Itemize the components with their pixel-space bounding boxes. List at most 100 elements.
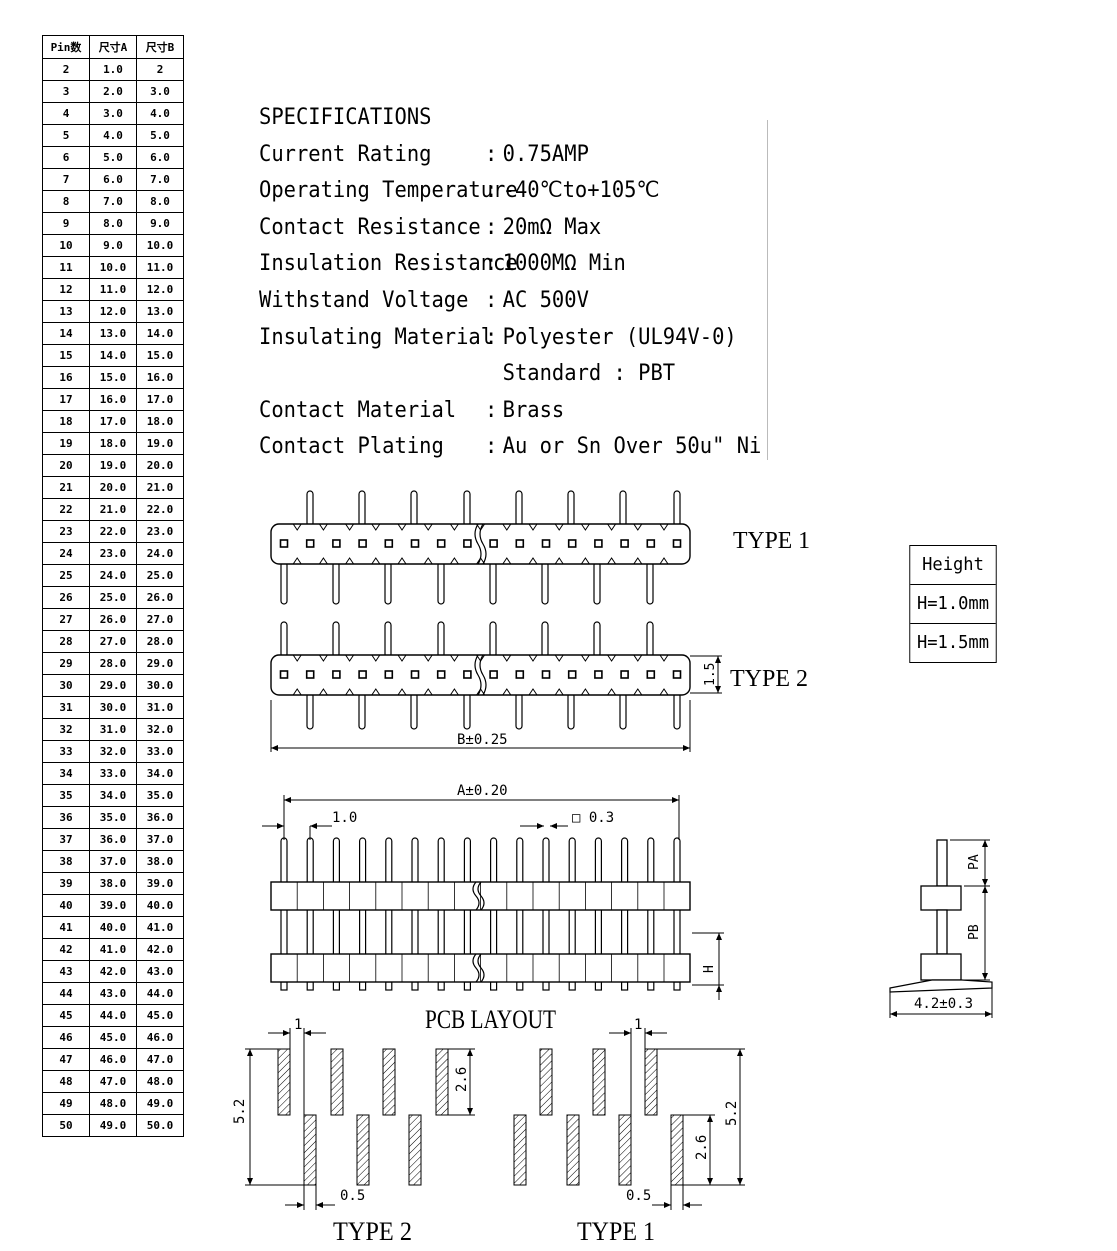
table-cell: 4.0 xyxy=(136,102,184,125)
pin-tail xyxy=(411,981,419,991)
pin-tail xyxy=(385,981,393,991)
table-cell: 15 xyxy=(42,344,90,367)
pin-tail xyxy=(673,981,681,991)
spec-value: Standard : PBT xyxy=(502,361,676,387)
table-cell: 50.0 xyxy=(136,1114,184,1137)
break-mark xyxy=(479,523,487,565)
connector-body xyxy=(270,654,691,696)
pin-tail xyxy=(437,981,445,991)
pin-tail xyxy=(490,981,498,991)
spec-separator: : xyxy=(484,178,498,204)
pin xyxy=(332,561,340,605)
table-cell: 30.0 xyxy=(136,674,184,697)
pin xyxy=(620,837,629,887)
pad-pitch-label-t1: 1 xyxy=(634,1017,642,1033)
pin-square xyxy=(384,539,394,548)
spec-value: AC 500V xyxy=(502,287,589,313)
height-title: Height xyxy=(922,554,984,575)
segment-notch xyxy=(345,654,355,696)
pin-square xyxy=(436,539,446,548)
pin-tail xyxy=(463,981,471,991)
dim-0-3-label: □ 0.3 xyxy=(572,810,614,826)
table-cell: 33.0 xyxy=(136,740,184,763)
table-cell: 28 xyxy=(42,630,90,653)
pin-square xyxy=(332,670,341,679)
segment-notch xyxy=(580,654,590,696)
pin-square xyxy=(672,670,682,679)
pin-square xyxy=(463,539,472,548)
spec-row: Contact Plating:Au or Sn Over 50u" Ni xyxy=(259,429,761,466)
table-cell: 31.0 xyxy=(136,696,184,719)
table-cell: 45 xyxy=(42,1004,90,1027)
pin xyxy=(437,907,445,957)
pin xyxy=(567,692,575,730)
pin xyxy=(332,837,340,887)
table-cell: 39.0 xyxy=(89,894,137,917)
pin-tail xyxy=(542,981,550,991)
segment-notch xyxy=(633,654,643,696)
spec-value: 0.75AMP xyxy=(502,141,589,167)
segment-notch xyxy=(554,523,564,565)
spec-row: Contact Material:Brass xyxy=(259,393,761,430)
segment-notch xyxy=(528,654,538,696)
pin xyxy=(568,907,576,957)
table-cell: 38 xyxy=(42,850,90,873)
pin xyxy=(619,490,627,527)
pin-square xyxy=(436,670,446,679)
pin-square xyxy=(620,670,629,679)
segment-notch xyxy=(528,523,538,565)
pin xyxy=(619,692,627,730)
segment-notch xyxy=(318,523,328,565)
dim-1-0-label: 1.0 xyxy=(332,810,357,826)
segment-notch xyxy=(371,654,381,696)
spec-title: SPECIFICATIONS xyxy=(259,105,432,130)
segment-notch xyxy=(502,654,512,696)
segment-notch xyxy=(423,523,433,565)
spec-separator: : xyxy=(484,397,498,423)
table-cell: 45.0 xyxy=(89,1026,137,1049)
table-cell: 10.0 xyxy=(136,234,184,257)
spec-label: Current Rating xyxy=(259,141,432,167)
segment-notch xyxy=(292,523,302,565)
table-cell: 47.0 xyxy=(89,1070,137,1093)
pin xyxy=(306,907,314,957)
pin xyxy=(568,837,576,887)
segment-notch xyxy=(318,654,328,696)
pin xyxy=(332,621,340,658)
table-cell: 24.0 xyxy=(136,542,184,565)
connector-body xyxy=(270,523,691,565)
pin xyxy=(410,490,418,527)
pin-square xyxy=(489,670,498,679)
break-mark xyxy=(477,881,485,911)
pin-square xyxy=(384,670,394,679)
pin-square xyxy=(646,670,656,679)
table-header-cell: Pin数 xyxy=(42,35,90,59)
table-cell: 38.0 xyxy=(89,872,137,895)
pad-total-label-t2: 5.2 xyxy=(232,1099,248,1124)
pin xyxy=(647,837,655,887)
spec-row: Contact Resistance:20mΩ Max xyxy=(259,210,761,247)
spec-row: Insulation Resistance:1000MΩ Min xyxy=(259,246,761,283)
pad-total-label-t1: 5.2 xyxy=(724,1101,740,1126)
table-cell: 34.0 xyxy=(89,784,137,807)
pin xyxy=(463,907,471,957)
table-cell: 14.0 xyxy=(89,344,137,367)
pin xyxy=(384,621,392,658)
spec-row: Operating Temperature:-40℃to+105℃ xyxy=(259,173,761,210)
segment-notch xyxy=(607,654,617,696)
pin-tail xyxy=(359,981,367,991)
table-cell: 12.0 xyxy=(136,278,184,301)
pin-tail xyxy=(620,981,629,991)
